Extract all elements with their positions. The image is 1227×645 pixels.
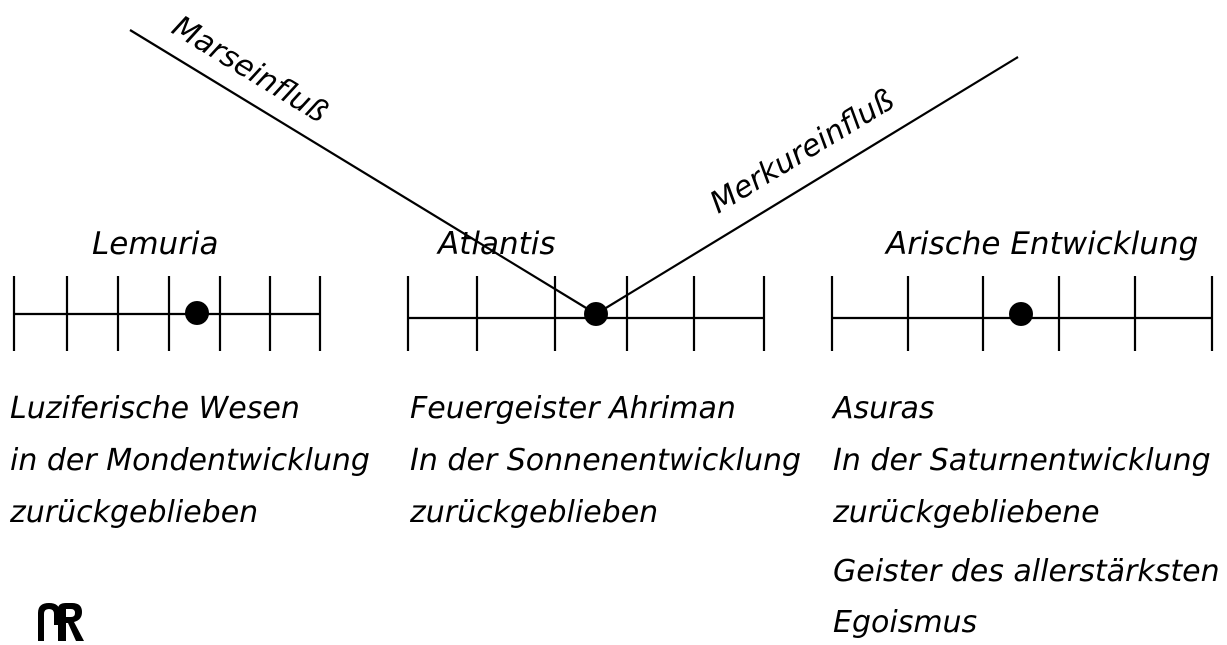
rs-monogram-icon	[38, 603, 84, 641]
description-line: Luziferische Wesen	[10, 391, 300, 426]
description-line: Geister des allerstärksten	[833, 554, 1220, 589]
description-line: zurückgeblieben	[9, 495, 258, 530]
mercury-influence-label: Merkureinfluß	[704, 83, 900, 221]
description-line: Asuras	[831, 391, 935, 426]
description-line: Egoismus	[833, 605, 977, 640]
position-dot	[1009, 302, 1033, 326]
position-dot	[584, 302, 608, 326]
description-atlantis: Feuergeister Ahriman In der Sonnenentwic…	[409, 391, 801, 530]
description-lemuria: Luziferische Wesen in der Mondentwicklun…	[9, 391, 370, 530]
description-line: zurückgebliebene	[832, 495, 1100, 530]
mars-influence-label: Marseinfluß	[166, 9, 334, 130]
mars-influence-line	[129, 29, 597, 315]
description-line: In der Sonnenentwicklung	[410, 443, 801, 478]
epoch-title-atlantis: Atlantis	[436, 226, 556, 262]
description-line: Feuergeister Ahriman	[410, 391, 736, 426]
timeline-atlantis	[406, 276, 766, 351]
description-line: in der Mondentwicklung	[10, 443, 370, 478]
epoch-title-arische: Arische Entwicklung	[884, 226, 1198, 262]
position-dot	[185, 301, 209, 325]
description-line: In der Saturnentwicklung	[833, 443, 1211, 478]
timeline-lemuria	[12, 276, 322, 351]
epoch-title-lemuria: Lemuria	[92, 226, 219, 262]
description-arische: Asuras In der Saturnentwicklung zurückge…	[831, 391, 1220, 640]
description-line: zurückgeblieben	[409, 495, 658, 530]
timeline-arische	[830, 276, 1214, 351]
mercury-influence-line	[595, 56, 1019, 315]
